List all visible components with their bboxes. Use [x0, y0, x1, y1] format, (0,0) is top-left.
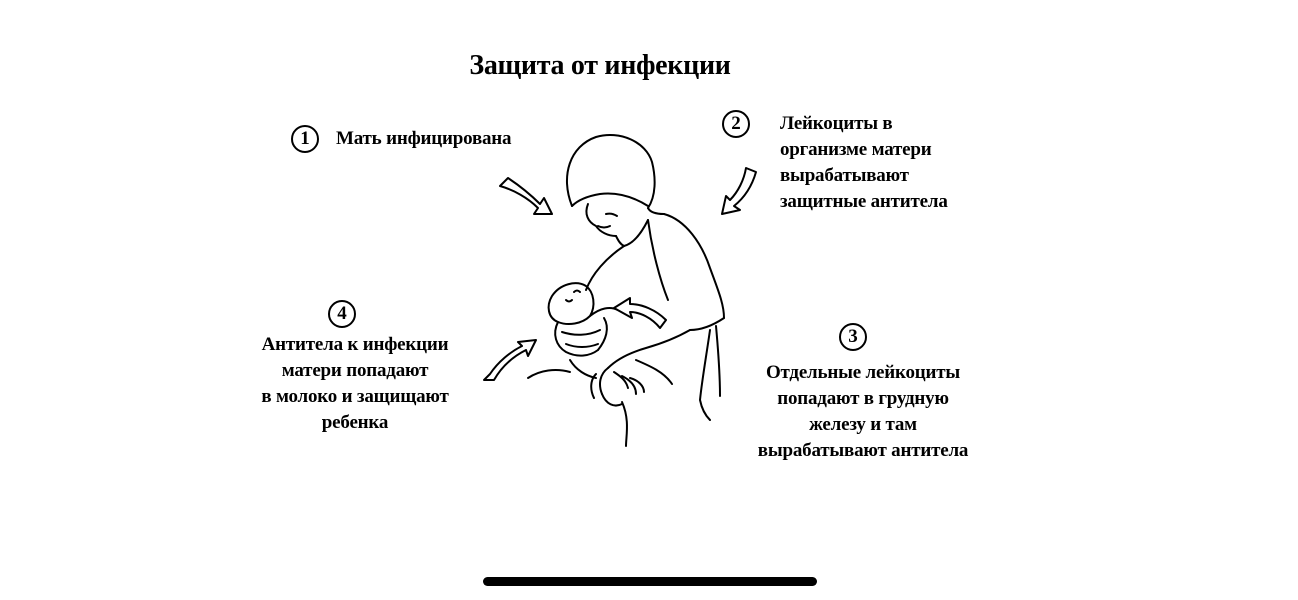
step-3-line: железу и там [809, 414, 917, 435]
step-4-text: Антитела к инфекции матери попадают в мо… [232, 332, 478, 436]
step-3-line: Отдельные лейкоциты [765, 362, 961, 383]
step-1-line: Мать инфицирована [336, 128, 512, 149]
curved-arrow-icon [483, 167, 757, 381]
step-4-number: 4 [328, 300, 356, 328]
step-2-line: вырабатывают [780, 165, 909, 186]
mother-figure [527, 134, 725, 447]
step-4-line: ребенка [321, 412, 389, 433]
step-2-line: защитные антитела [780, 191, 948, 212]
baby-figure [547, 282, 619, 379]
step-4-line: Антитела к инфекции [261, 334, 449, 355]
home-indicator[interactable] [483, 577, 817, 586]
step-2-number: 2 [722, 110, 750, 138]
diagram-title: Защита от инфекции [469, 50, 731, 81]
step-4-line: матери попадают [281, 360, 429, 381]
step-4-line: в молоко и защищают [261, 386, 449, 407]
step-2-text: Лейкоциты в организме матери вырабатываю… [780, 111, 948, 215]
step-1-text: Мать инфицирована [336, 126, 512, 152]
step-3-line: вырабатывают антитела [757, 440, 969, 461]
step-3-number: 3 [839, 323, 867, 351]
step-3-line: попадают в грудную [777, 388, 949, 409]
step-2-line: Лейкоциты в [780, 113, 893, 134]
step-2-line: организме матери [780, 139, 932, 160]
step-3-text: Отдельные лейкоциты попадают в грудную ж… [732, 360, 994, 464]
mother-arm [590, 329, 691, 407]
step-1-number: 1 [291, 125, 319, 153]
